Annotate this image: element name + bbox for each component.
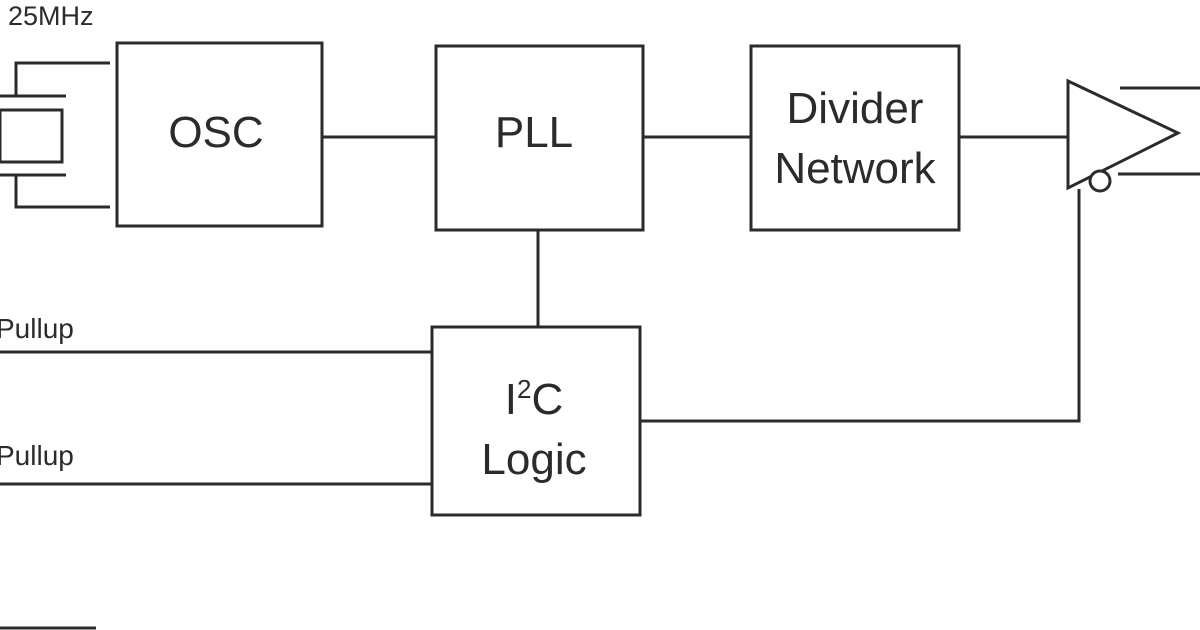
i2c-label-sup: 2	[517, 374, 531, 404]
osc-label: OSC	[168, 108, 263, 157]
top-pullup-label: Pullup	[0, 313, 74, 344]
osc-block	[115, 41, 324, 228]
i2c-to-buffer-enable-wire	[640, 189, 1081, 423]
i2c-label-c: C	[531, 375, 563, 424]
i2c-label-i: I	[505, 375, 517, 424]
divider-label-line1: Divider	[787, 84, 924, 133]
output-buffer-triangle-icon	[1066, 78, 1200, 193]
bottom-pullup-label: Pullup	[0, 440, 74, 471]
crystal-resonator-icon	[0, 61, 110, 209]
pll-label: PLL	[495, 108, 573, 157]
i2c-label-line2: Logic	[481, 435, 586, 484]
crystal-frequency-label: 25MHz	[8, 1, 94, 31]
divider-network-block	[749, 44, 961, 232]
divider-label-line2: Network	[774, 144, 936, 193]
i2c-label-line1: I2C	[505, 374, 563, 424]
